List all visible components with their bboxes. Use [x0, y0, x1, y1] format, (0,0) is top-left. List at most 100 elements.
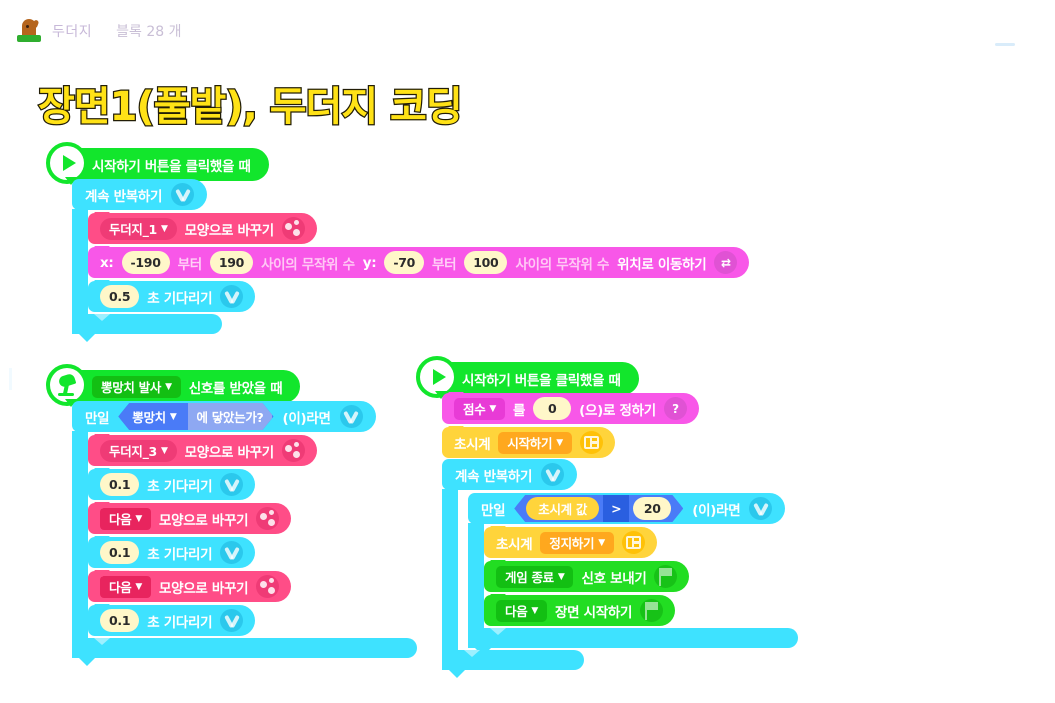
- start-scene-block[interactable]: 다음▼ 장면 시작하기: [484, 594, 676, 626]
- comparison-input[interactable]: 20: [633, 497, 671, 520]
- if-block-header[interactable]: 만일 뽕망치▼ 에 닿았는가? (이)라면: [72, 401, 376, 432]
- wait-seconds-input[interactable]: 0.1: [100, 541, 140, 564]
- wait-seconds-block[interactable]: 0.1 초 기다리기: [88, 468, 256, 500]
- if-block[interactable]: 만일 뽕망치▼ 에 닿았는가? (이)라면 두더지_3▼ 모: [72, 401, 417, 666]
- block-wait-row: 0.1 초 기다리기: [88, 604, 417, 636]
- x-label: x:: [100, 254, 114, 271]
- flag-icon: [654, 565, 678, 588]
- project-name: 두더지: [52, 24, 93, 40]
- wait-seconds-label: 초 기다리기: [147, 546, 213, 563]
- broadcast-label: 신호 보내기: [581, 570, 647, 587]
- signal-hat-label: 신호를 받았을 때: [188, 380, 283, 397]
- move-arrows-icon: ⇄: [714, 251, 738, 274]
- shape-dropdown[interactable]: 두더지_3▼: [100, 439, 177, 462]
- timer-control-block[interactable]: 초시계 정지하기▼: [484, 526, 657, 558]
- block-move-random-row: x: -190 부터 190 사이의 무작위 수 y: -70 부터 100 사…: [88, 246, 750, 278]
- set-variable-input[interactable]: 0: [533, 397, 572, 420]
- broadcast-dropdown[interactable]: 게임 종료▼: [496, 565, 574, 588]
- forever-loop-block[interactable]: 계속 반복하기 두더지_1▼ 모양으로 바꾸기: [72, 179, 750, 342]
- touching-condition-block[interactable]: 뽕망치▼ 에 닿았는가?: [118, 403, 273, 430]
- timer-control-block[interactable]: 초시계 시작하기▼: [442, 426, 615, 458]
- change-shape-block[interactable]: 다음▼ 모양으로 바꾸기: [88, 502, 292, 534]
- shape-dots-icon: [281, 439, 305, 462]
- block-count: 블록 28 개: [116, 24, 182, 40]
- if-block-body: 두더지_3▼ 모양으로 바꾸기 0.1 초 기다리기: [72, 431, 417, 639]
- wait-seconds-label: 초 기다리기: [147, 290, 213, 307]
- x-between-label: 부터: [177, 256, 203, 273]
- timer-value-reporter[interactable]: 초시계 값: [526, 497, 599, 520]
- set-variable-mid-label: 를: [513, 402, 526, 419]
- minimize-icon[interactable]: [995, 43, 1015, 46]
- shape-dropdown[interactable]: 다음▼: [100, 507, 152, 530]
- y-between-label: 부터: [432, 256, 457, 273]
- hat-label: 시작하기 버튼을 클릭했을 때: [92, 158, 251, 175]
- wait-seconds-block[interactable]: 0.1 초 기다리기: [88, 604, 256, 636]
- wait-seconds-label: 초 기다리기: [147, 614, 213, 631]
- signal-dropdown[interactable]: 뽕망치 발사▼: [92, 375, 181, 398]
- y-random-suffix: 사이의 무작위 수: [515, 256, 610, 273]
- x-to-input[interactable]: 190: [209, 251, 254, 274]
- hat-block-when-start-clicked[interactable]: 시작하기 버튼을 클릭했을 때: [416, 356, 639, 399]
- wait-seconds-input[interactable]: 0.1: [100, 609, 140, 632]
- if-suffix-label: (이)라면: [692, 502, 741, 519]
- wait-seconds-block[interactable]: 0.1 초 기다리기: [88, 536, 256, 568]
- hat-block-when-signal-received[interactable]: 뽕망치 발사▼ 신호를 받았을 때: [46, 364, 301, 407]
- left-edge-marker: [9, 368, 12, 390]
- page-title: 장면1(풀밭), 두더지 코딩: [37, 83, 464, 132]
- change-shape-label: 모양으로 바꾸기: [184, 444, 275, 461]
- shape-dropdown[interactable]: 다음▼: [100, 575, 152, 598]
- touching-predicate-label: 에 닿았는가?: [188, 403, 271, 430]
- forever-loop-footer: [442, 650, 584, 678]
- x-from-input[interactable]: -190: [121, 251, 170, 274]
- if-block-header[interactable]: 만일 초시계 값 > 20 (이)라면: [468, 493, 786, 524]
- wait-seconds-block[interactable]: 0.5 초 기다리기: [88, 280, 256, 312]
- forever-loop-block[interactable]: 계속 반복하기 만일 초시계 값 > 20 (이)라면: [442, 459, 798, 678]
- forever-loop-header[interactable]: 계속 반복하기: [72, 179, 208, 210]
- y-to-input[interactable]: 100: [464, 251, 508, 274]
- wait-seconds-input[interactable]: 0.1: [100, 473, 140, 496]
- y-from-input[interactable]: -70: [384, 251, 424, 274]
- block-timer-stop-row: 초시계 정지하기▼: [484, 526, 798, 558]
- control-chevron-icon: [339, 405, 363, 428]
- change-shape-block[interactable]: 두더지_3▼ 모양으로 바꾸기: [88, 434, 317, 466]
- change-shape-label: 모양으로 바꾸기: [159, 512, 249, 529]
- timer-label: 초시계: [496, 536, 533, 553]
- wait-seconds-input[interactable]: 0.5: [100, 285, 140, 308]
- forever-loop-header[interactable]: 계속 반복하기: [442, 459, 578, 490]
- shape-dots-icon: [281, 217, 305, 240]
- broadcast-signal-block[interactable]: 게임 종료▼ 신호 보내기: [484, 560, 690, 592]
- change-shape-block[interactable]: 두더지_1▼ 모양으로 바꾸기: [88, 212, 317, 244]
- scene-dropdown[interactable]: 다음▼: [496, 599, 548, 622]
- control-chevron-icon: [220, 473, 244, 496]
- timer-action-dropdown[interactable]: 시작하기▼: [498, 431, 572, 454]
- shape-dropdown[interactable]: 두더지_1▼: [100, 217, 177, 240]
- move-tail-label: 위치로 이동하기: [617, 256, 707, 273]
- forever-loop-footer: [72, 314, 222, 342]
- block-start-scene-row: 다음▼ 장면 시작하기: [484, 594, 798, 626]
- if-block-footer: [72, 638, 417, 666]
- control-chevron-icon: [171, 183, 195, 206]
- script-3-top-stack: 점수▼ 를 0 (으)로 정하기 ? 초시계 시작하기▼: [442, 392, 798, 458]
- if-block[interactable]: 만일 초시계 값 > 20 (이)라면: [468, 493, 798, 656]
- greater-than-condition-block[interactable]: 초시계 값 > 20: [514, 495, 683, 522]
- if-prefix-label: 만일: [481, 502, 506, 519]
- if-block-footer: [468, 628, 798, 656]
- timer-action-dropdown[interactable]: 정지하기▼: [540, 531, 614, 554]
- touching-subject-dropdown[interactable]: 뽕망치▼: [132, 410, 177, 425]
- play-icon: [416, 356, 458, 399]
- hat-block-when-start-clicked[interactable]: 시작하기 버튼을 클릭했을 때: [46, 142, 269, 185]
- control-chevron-icon: [220, 609, 244, 632]
- hat-label: 시작하기 버튼을 클릭했을 때: [462, 372, 621, 389]
- change-shape-block[interactable]: 다음▼ 모양으로 바꾸기: [88, 570, 292, 602]
- move-to-random-block[interactable]: x: -190 부터 190 사이의 무작위 수 y: -70 부터 100 사…: [88, 246, 750, 278]
- play-icon: [46, 142, 88, 185]
- forever-loop-label: 계속 반복하기: [455, 468, 533, 485]
- control-chevron-icon: [220, 285, 244, 308]
- wait-seconds-label: 초 기다리기: [147, 478, 213, 495]
- variable-dropdown[interactable]: 점수▼: [454, 397, 506, 420]
- set-variable-block[interactable]: 점수▼ 를 0 (으)로 정하기 ?: [442, 392, 699, 424]
- control-chevron-icon: [749, 497, 773, 520]
- y-label: y:: [362, 254, 377, 271]
- x-random-suffix: 사이의 무작위 수: [261, 256, 355, 273]
- block-change-shape-row: 다음▼ 모양으로 바꾸기: [88, 570, 417, 602]
